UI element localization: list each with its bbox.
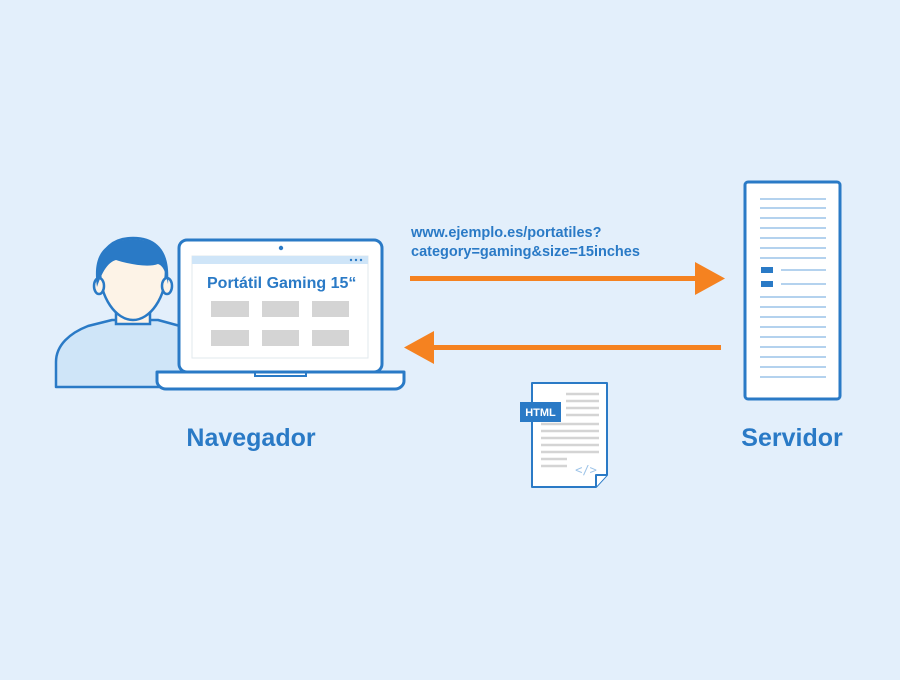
server-icon bbox=[743, 180, 842, 401]
product-grid bbox=[211, 301, 349, 346]
html-document-icon: HTML </> bbox=[520, 382, 608, 488]
html-badge-label: HTML bbox=[525, 407, 556, 419]
request-url-line-2: category=gaming&size=15inches bbox=[411, 244, 640, 260]
laptop-icon: Portátil Gaming 15“ bbox=[155, 238, 406, 391]
arrow-left-icon bbox=[404, 331, 721, 364]
laptop-screen-title: Portátil Gaming 15“ bbox=[207, 275, 356, 292]
html-badge bbox=[520, 402, 561, 422]
product-placeholder bbox=[262, 330, 299, 346]
product-placeholder bbox=[312, 330, 349, 346]
server-led bbox=[761, 267, 773, 273]
request-url-line-1: www.ejemplo.es/portatiles? bbox=[410, 225, 602, 241]
server-label: Servidor bbox=[741, 424, 843, 452]
product-placeholder bbox=[312, 301, 349, 317]
user-icon bbox=[54, 236, 207, 389]
server-led bbox=[761, 281, 773, 287]
arrow-right-icon bbox=[410, 262, 725, 295]
browser-label: Navegador bbox=[186, 424, 315, 452]
browser-top-bar bbox=[192, 256, 368, 264]
camera-icon bbox=[278, 245, 284, 251]
product-placeholder bbox=[262, 301, 299, 317]
product-placeholder bbox=[211, 301, 249, 317]
product-placeholder bbox=[211, 330, 249, 346]
code-icon: </> bbox=[575, 463, 597, 477]
laptop-base bbox=[155, 370, 406, 391]
